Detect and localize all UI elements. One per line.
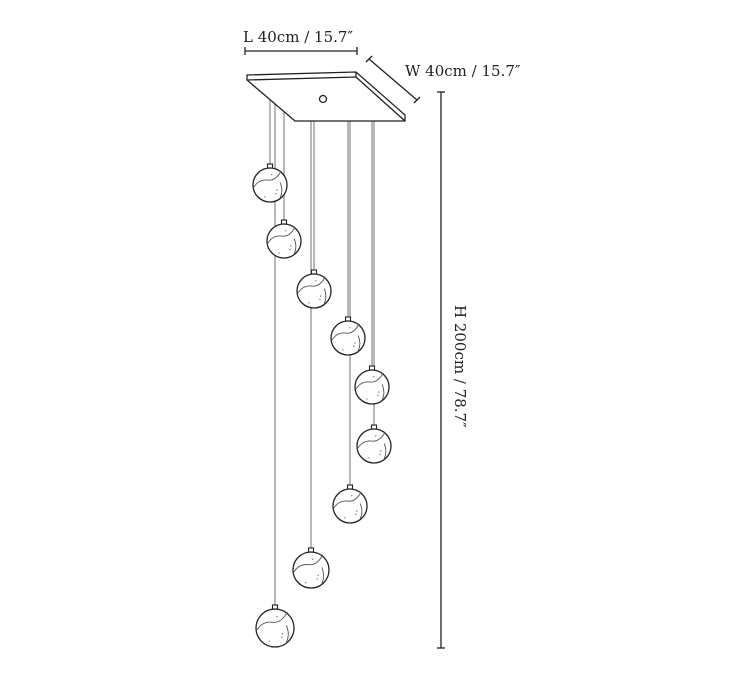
pendant-globes	[252, 163, 392, 648]
length-dimension: L 40cm / 15.7″	[243, 28, 358, 55]
ceiling-canopy	[246, 71, 406, 122]
pendant-globe	[255, 604, 295, 648]
width-dimension: W 40cm / 15.7″	[365, 55, 521, 104]
pendant-globe	[354, 365, 390, 405]
pendant-globe	[332, 484, 368, 524]
width-label: W 40cm / 15.7″	[405, 62, 521, 80]
pendant-globe	[292, 547, 330, 589]
height-label: H 200cm / 78.7″	[451, 305, 469, 428]
length-label: L 40cm / 15.7″	[243, 28, 353, 46]
pendant-globe	[330, 316, 366, 356]
height-dimension: H 200cm / 78.7″	[437, 91, 469, 649]
pendant-globe	[266, 219, 302, 259]
pendant-globe	[252, 163, 288, 203]
pendant-globe	[356, 424, 392, 464]
pendant-globe	[296, 269, 332, 309]
